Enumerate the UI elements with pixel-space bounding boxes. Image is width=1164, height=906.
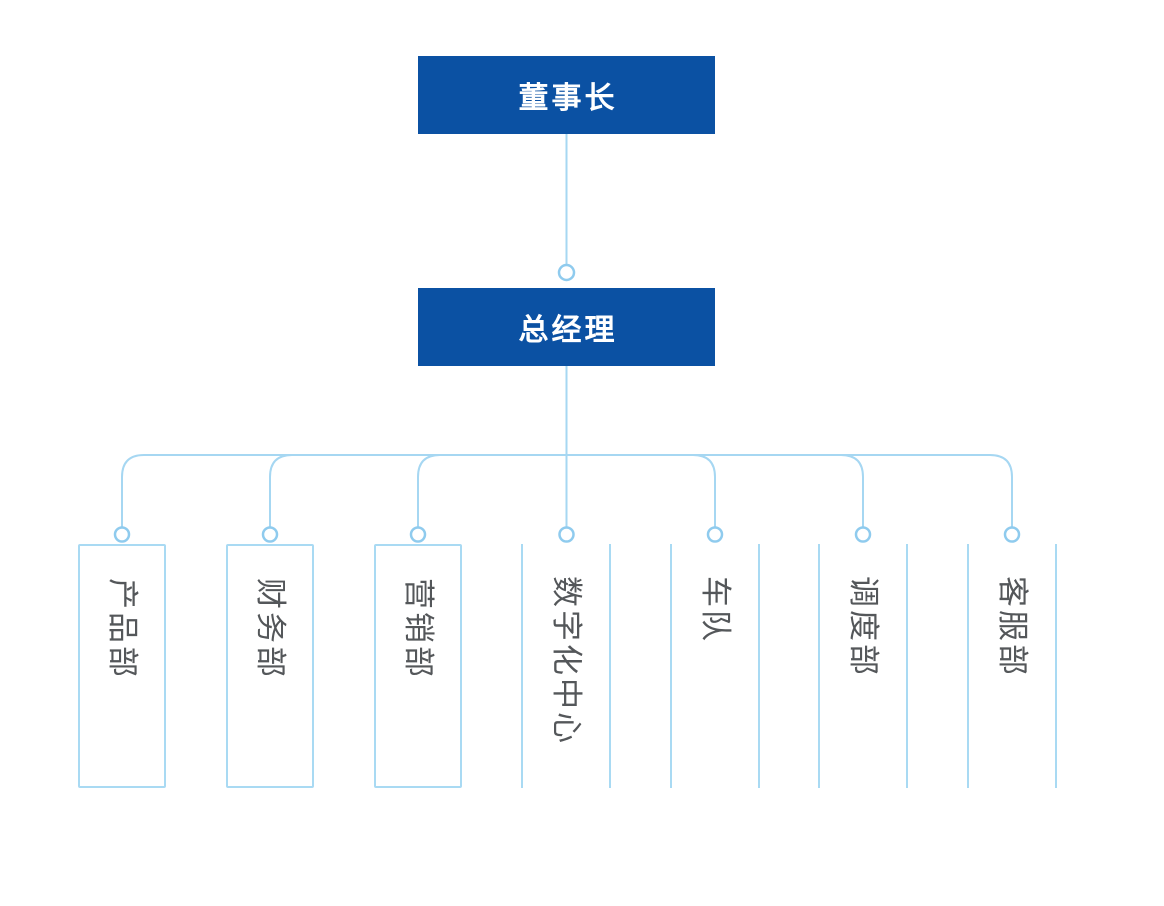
- joint-branch-5: [706, 526, 724, 543]
- joint-branch-6: [854, 526, 872, 543]
- edge-branch-3: [417, 454, 567, 528]
- node-dept-dispatch[interactable]: 调度部: [818, 544, 908, 788]
- chairman-label: 董事长: [518, 82, 618, 115]
- joint-branch-2: [261, 526, 279, 543]
- node-dept-marketing[interactable]: 营销部: [374, 544, 462, 788]
- edge-branch-6: [566, 454, 864, 528]
- joint-branch-3: [409, 526, 427, 543]
- joint-branch-7: [1003, 526, 1021, 543]
- node-dept-fleet[interactable]: 车队: [670, 544, 760, 788]
- node-dept-product[interactable]: 产品部: [78, 544, 166, 788]
- edge-branch-7: [566, 454, 1013, 528]
- node-general-manager[interactable]: 总经理: [418, 288, 715, 366]
- dept-marketing-label: 营销部: [401, 578, 436, 680]
- dept-customer-service-label: 客服部: [995, 576, 1030, 678]
- dept-product-label: 产品部: [105, 578, 140, 680]
- joint-branch-1: [113, 526, 131, 543]
- joint-gm-top: [557, 263, 576, 282]
- dept-digitalization-center-label: 数字化中心: [549, 576, 584, 746]
- edge-branch-1: [121, 454, 567, 528]
- node-chairman[interactable]: 董事长: [418, 56, 715, 134]
- node-dept-digitalization-center[interactable]: 数字化中心: [521, 544, 611, 788]
- dept-finance-label: 财务部: [253, 578, 288, 680]
- node-dept-customer-service[interactable]: 客服部: [967, 544, 1057, 788]
- edge-branch-5: [566, 454, 716, 528]
- general-manager-label: 总经理: [518, 314, 618, 347]
- node-dept-finance[interactable]: 财务部: [226, 544, 314, 788]
- dept-dispatch-label: 调度部: [846, 576, 881, 678]
- dept-fleet-label: 车队: [698, 576, 733, 644]
- edge-branch-2: [269, 454, 567, 528]
- joint-branch-4: [558, 526, 575, 543]
